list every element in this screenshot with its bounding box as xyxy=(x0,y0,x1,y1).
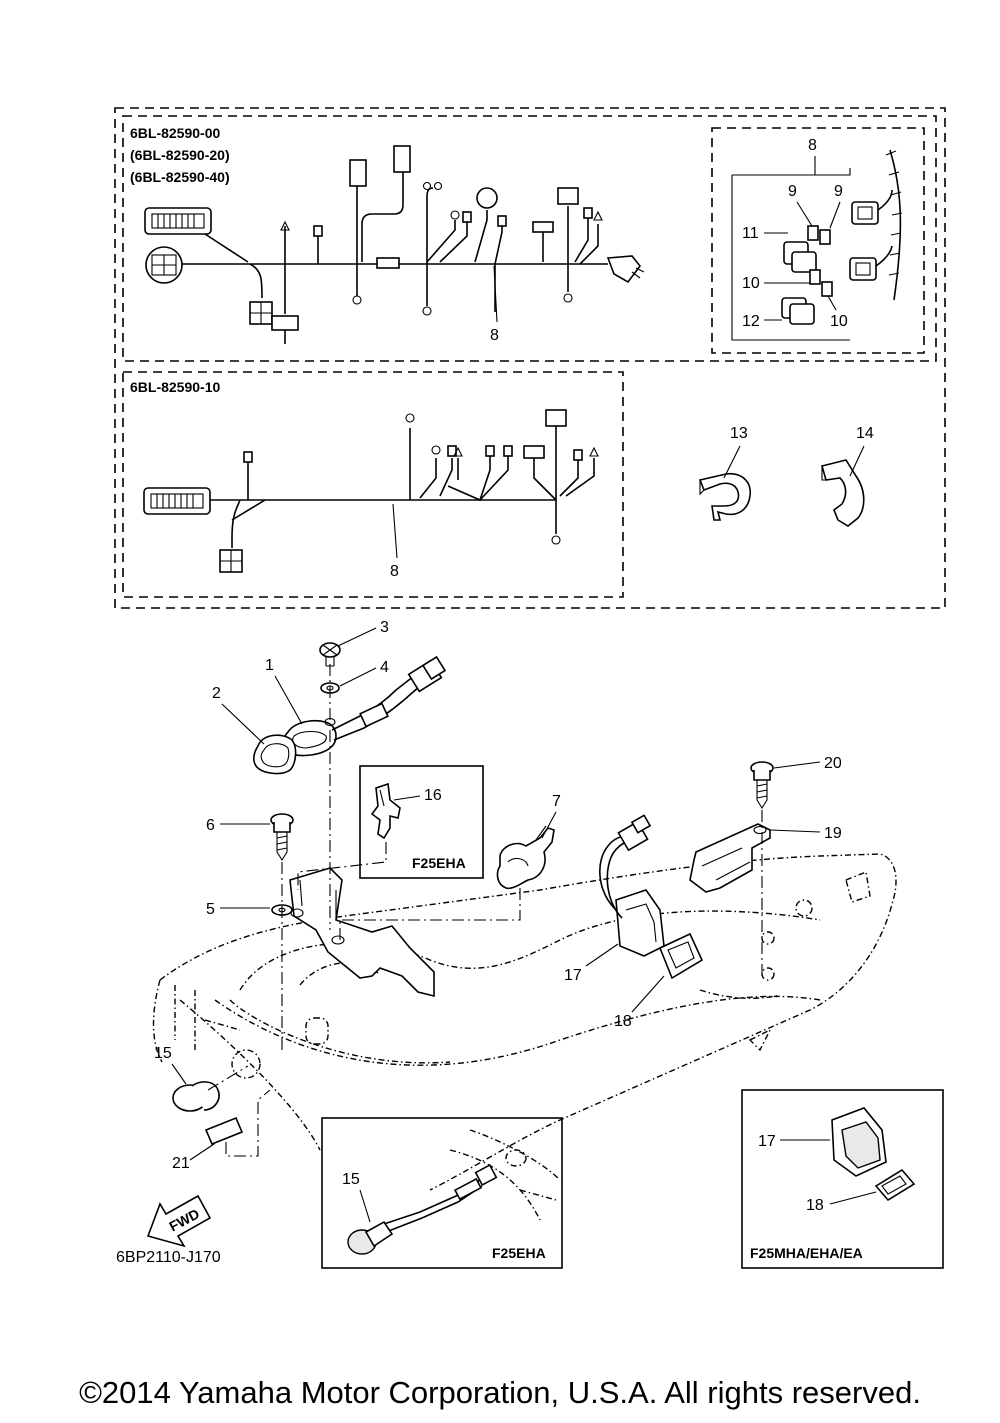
bottom-cowling-drawing xyxy=(152,853,897,1191)
callout-12: 12 xyxy=(742,313,760,330)
callout-9-right: 9 xyxy=(834,183,843,200)
label-21-drawing xyxy=(204,1116,244,1146)
callout-2: 2 xyxy=(212,685,221,702)
callout-1: 1 xyxy=(265,657,274,674)
harness-variants-group xyxy=(114,107,946,609)
grommet-17-drawing xyxy=(599,814,665,957)
bracket-plate-drawing xyxy=(289,867,435,998)
copyright-notice: ©2014 Yamaha Motor Corporation, U.S.A. A… xyxy=(79,1375,921,1410)
gasket-2-drawing xyxy=(253,734,297,775)
inset-grommet-model-note: F25MHA/EHA/EA xyxy=(750,1245,863,1261)
part-code-harness-b: 6BL-82590-10 xyxy=(130,379,220,395)
callout-4: 4 xyxy=(380,659,389,676)
screw-3-drawing xyxy=(319,642,341,667)
callout-3: 3 xyxy=(380,619,389,636)
callout-17-main: 17 xyxy=(564,967,582,984)
callout-10-right: 10 xyxy=(830,313,848,330)
grommet-1-drawing xyxy=(282,655,447,757)
callout-5: 5 xyxy=(206,901,215,918)
callout-11: 11 xyxy=(742,225,759,242)
inset-clip-box xyxy=(359,765,484,879)
wire-harness-b-drawing xyxy=(143,409,599,573)
inset-sensor-box xyxy=(321,1117,563,1269)
clamp-7-drawing xyxy=(496,825,555,890)
drawing-code: 6BP2110-J170 xyxy=(116,1249,221,1266)
callout-10-left: 10 xyxy=(742,275,760,292)
gasket-18-drawing xyxy=(658,932,704,980)
connector-detail-drawing xyxy=(781,149,903,325)
part-code-harness-a-alt2: (6BL-82590-40) xyxy=(130,169,230,185)
callout-16: 16 xyxy=(424,787,442,804)
callout-19: 19 xyxy=(824,825,842,842)
clamp-13-drawing xyxy=(698,472,751,521)
fwd-arrow-icon: FWD xyxy=(146,1194,212,1248)
callout-9-left: 9 xyxy=(788,183,797,200)
callout-15-inset: 15 xyxy=(342,1171,360,1188)
clip-16-drawing xyxy=(370,782,401,840)
callout-14: 14 xyxy=(856,425,874,442)
wire-harness-a-drawing xyxy=(144,145,645,344)
grommet-inset-drawing xyxy=(831,1107,916,1202)
callout-13: 13 xyxy=(730,425,748,442)
callout-6: 6 xyxy=(206,817,215,834)
clamp-14-drawing xyxy=(821,459,865,527)
inset-sensor-model-note: F25EHA xyxy=(492,1245,546,1261)
callout-7: 7 xyxy=(552,793,561,810)
part-code-harness-a-alt1: (6BL-82590-20) xyxy=(130,147,230,163)
part-code-harness-a: 6BL-82590-00 xyxy=(130,125,220,141)
bolt-6-drawing xyxy=(270,813,294,862)
sensor-inset-drawing xyxy=(347,1129,561,1255)
callout-18-main: 18 xyxy=(614,1013,632,1030)
callout-17-inset: 17 xyxy=(758,1133,776,1150)
callout-20: 20 xyxy=(824,755,842,772)
inset-grommet-box xyxy=(741,1089,944,1269)
screw-20-drawing xyxy=(750,761,774,810)
callout-15-main: 15 xyxy=(154,1045,172,1062)
plug-15-drawing xyxy=(172,1081,220,1112)
callout-8-harness-a: 8 xyxy=(490,327,499,344)
bracket-19-drawing xyxy=(689,823,771,893)
callout-18-inset: 18 xyxy=(806,1197,824,1214)
callout-8-harness-b: 8 xyxy=(390,563,399,580)
inset-clip-model-note: F25EHA xyxy=(412,855,466,871)
callout-8-detail: 8 xyxy=(808,137,817,154)
callout-21: 21 xyxy=(172,1155,190,1172)
